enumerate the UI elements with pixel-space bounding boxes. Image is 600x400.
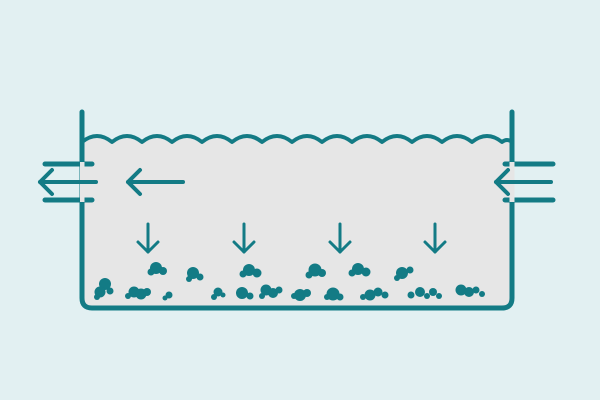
sediment-layer [94,262,485,301]
inlet-left-arrow-icon [494,168,553,196]
sediment-particle-icon [186,267,204,282]
tank-wall [79,109,515,311]
tank [79,109,515,311]
sediment-particle-icon [236,287,254,300]
sediment-particle-icon [259,284,283,299]
down-arrow-icon [136,222,160,254]
sediment-particle-icon [162,291,173,301]
down-arrow-icon [232,222,256,254]
sediment-particle-icon [407,287,442,299]
sediment-particle-icon [305,263,326,279]
sediment-particle-icon [239,264,262,278]
sediment-particle-icon [455,284,485,297]
sediment-particle-icon [147,262,167,276]
sediment-particle-icon [291,289,311,301]
flow-left-arrow-icon [126,168,185,196]
wave-icon [80,134,514,144]
settling-arrows [136,222,447,254]
sediment-particle-icon [394,266,414,281]
sediment-particle-icon [94,278,114,300]
sediment-particle-icon [125,286,151,300]
sediment-particle-icon [211,287,226,300]
sediment-particle-icon [348,263,371,277]
outlet-left-arrow-icon [38,168,98,196]
tank-water-fill [82,136,512,308]
sediment-particle-icon [324,287,344,301]
sediment-particle-icon [360,287,389,301]
down-arrow-icon [328,222,352,254]
down-arrow-icon [423,222,447,254]
